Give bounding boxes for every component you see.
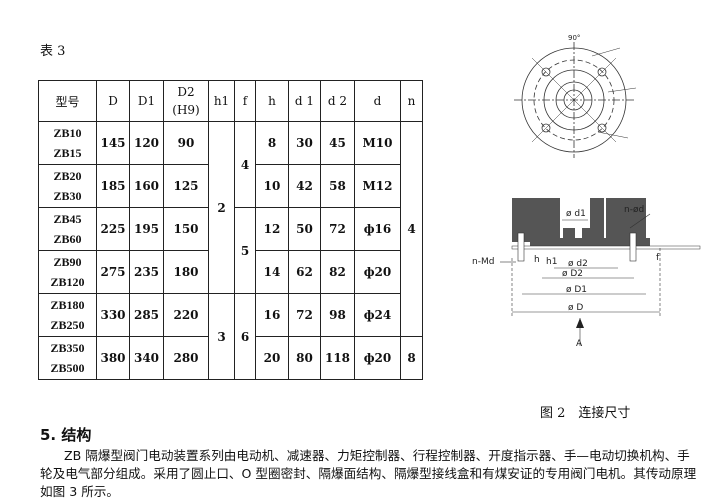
- cell-d2: 72: [320, 207, 355, 251]
- cell-D: 185: [96, 164, 130, 208]
- cell-d2: 45: [320, 121, 355, 165]
- cell-d2: 82: [320, 250, 355, 294]
- cell-D2: 90: [163, 121, 209, 165]
- cell-f-merged: 4: [234, 121, 256, 208]
- cell-h1-merged: 2: [208, 121, 235, 294]
- label-d2: ø d2: [568, 259, 588, 269]
- cell-D1: 160: [129, 164, 164, 208]
- label-D2: ø D2: [562, 269, 583, 279]
- header-h1: h1: [208, 80, 235, 122]
- label-h: h: [534, 255, 540, 265]
- cell-d1: 50: [288, 207, 321, 251]
- view-arrow: [576, 318, 584, 328]
- cell-D: 330: [96, 293, 130, 337]
- cell-f-merged: 6: [234, 293, 256, 380]
- header-d1: d 1: [288, 80, 321, 122]
- table-header-row: 型号 D D1 D2 (H9) h1 f h d 1 d 2 d n: [38, 80, 423, 122]
- cell-D2: 125: [163, 164, 209, 208]
- body-paragraph: ZB 隔爆型阀门电动装置系列由电动机、减速器、力矩控制器、行程控制器、开度指示器…: [40, 448, 697, 499]
- cell-D: 380: [96, 336, 130, 380]
- flange-section-view: [511, 198, 701, 262]
- figure-caption: 图 2 连接尺寸: [540, 406, 631, 421]
- header-f: f: [234, 80, 256, 122]
- cell-D1: 285: [129, 293, 164, 337]
- cell-h: 12: [255, 207, 289, 251]
- label-n-md: n-Md: [472, 257, 494, 267]
- cell-d: ф20: [354, 250, 401, 294]
- cell-D: 225: [96, 207, 130, 251]
- cell-d: M12: [354, 164, 401, 208]
- cell-n-merged: 4: [400, 121, 423, 337]
- cell-d1: 62: [288, 250, 321, 294]
- header-n: n: [400, 80, 423, 122]
- cell-d1: 72: [288, 293, 321, 337]
- cell-d1: 30: [288, 121, 321, 165]
- cell-D2: 280: [163, 336, 209, 380]
- header-h: h: [255, 80, 289, 122]
- cell-D1: 340: [129, 336, 164, 380]
- section-title: 5. 结构: [40, 426, 92, 444]
- cell-d: ф24: [354, 293, 401, 337]
- label-A: A: [576, 339, 583, 349]
- label-n-d: n-ød: [624, 205, 644, 215]
- cell-h1-merged: 3: [208, 293, 235, 380]
- cell-d1: 80: [288, 336, 321, 380]
- cell-h: 10: [255, 164, 289, 208]
- cell-h: 8: [255, 121, 289, 165]
- cell-d1: 42: [288, 164, 321, 208]
- cell-D1: 235: [129, 250, 164, 294]
- cell-D1: 195: [129, 207, 164, 251]
- label-D: ø D: [568, 303, 583, 313]
- header-D2: D2 (H9): [163, 80, 209, 122]
- cell-d2: 58: [320, 164, 355, 208]
- cell-h: 20: [255, 336, 289, 380]
- cell-h: 16: [255, 293, 289, 337]
- cell-d: M10: [354, 121, 401, 165]
- label-f: f: [656, 253, 660, 263]
- header-model: 型号: [38, 80, 97, 122]
- cell-n-merged: 8: [400, 336, 423, 380]
- cell-d2: 118: [320, 336, 355, 380]
- cell-h: 14: [255, 250, 289, 294]
- cell-d: ф16: [354, 207, 401, 251]
- cell-d: ф20: [354, 336, 401, 380]
- header-D1: D1: [129, 80, 164, 122]
- label-D1: ø D1: [566, 285, 587, 295]
- connection-drawing: 90° ø d1 n-ød ø d2 ø D2 ø D1 ø D n-Md h …: [472, 34, 701, 349]
- header-d2: d 2: [320, 80, 355, 122]
- header-d: d: [354, 80, 401, 122]
- label-d1: ø d1: [566, 209, 586, 219]
- cell-D: 145: [96, 121, 130, 165]
- cell-D2: 220: [163, 293, 209, 337]
- cell-D2: 150: [163, 207, 209, 251]
- cell-d2: 98: [320, 293, 355, 337]
- cell-D: 275: [96, 250, 130, 294]
- header-D: D: [96, 80, 130, 122]
- dimension-lines: [500, 213, 661, 346]
- table-caption: 表 3: [40, 44, 66, 59]
- cell-f-merged: 5: [234, 207, 256, 294]
- top-angle-label: 90°: [568, 34, 580, 42]
- cell-D1: 120: [129, 121, 164, 165]
- label-h1: h1: [546, 257, 557, 267]
- cell-D2: 180: [163, 250, 209, 294]
- flange-top-view: [514, 42, 637, 158]
